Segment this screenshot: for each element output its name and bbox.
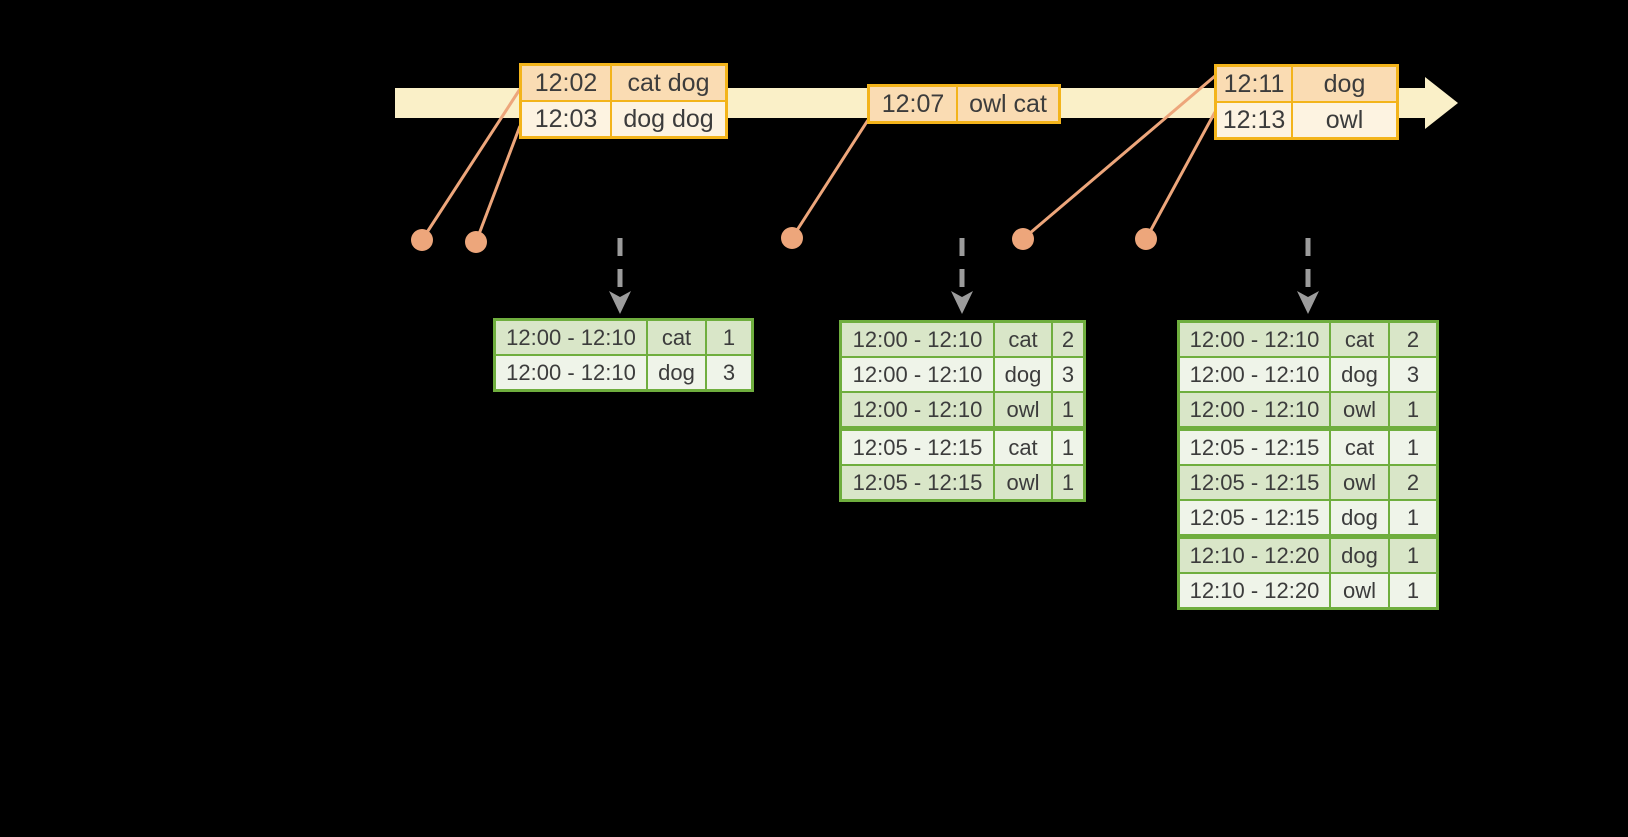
result-table-3-row2-window: 12:00 - 12:10 [1180, 358, 1329, 391]
trigger-arrow-3-head-icon [1297, 291, 1319, 314]
event-table-3-row1-words: dog [1293, 67, 1396, 101]
result-table-1-row2-window: 12:00 - 12:10 [496, 356, 646, 389]
event-table-3-row2-words: owl [1293, 103, 1396, 137]
event-connector-line-5 [1144, 111, 1217, 240]
event-connector-line-1 [420, 88, 522, 241]
result-table-2-row3-word: owl [995, 393, 1051, 426]
trigger-arrow-1-head-icon [609, 291, 631, 314]
result-table-2-row5-count: 1 [1053, 466, 1083, 499]
event-table-1-row2-time: 12:03 [522, 102, 610, 136]
result-table-3-row2-word: dog [1331, 358, 1388, 391]
trigger-arrow-2 [951, 238, 973, 314]
result-table-1-row2-count: 3 [707, 356, 751, 389]
result-table-3-row4-window: 12:05 - 12:15 [1180, 428, 1329, 464]
result-table-2-row2-window: 12:00 - 12:10 [842, 358, 993, 391]
result-table-2-row4-word: cat [995, 428, 1051, 464]
result-table-3-row4-word: cat [1331, 428, 1388, 464]
result-table-1-row2-word: dog [648, 356, 705, 389]
result-table-3-row6-word: dog [1331, 501, 1388, 534]
result-table-2-row1-word: cat [995, 323, 1051, 356]
event-connector-line-2 [474, 125, 522, 243]
event-dot-1 [411, 229, 433, 251]
result-table-3-row1-window: 12:00 - 12:10 [1180, 323, 1329, 356]
result-table-1-row1-word: cat [648, 321, 705, 354]
result-table-3-row5-window: 12:05 - 12:15 [1180, 466, 1329, 499]
result-table-2-row5-word: owl [995, 466, 1051, 499]
result-table-3-row8-word: owl [1331, 574, 1388, 607]
result-table-3-row8-count: 1 [1390, 574, 1436, 607]
result-table-3-row5-count: 2 [1390, 466, 1436, 499]
event-table-2-row1-words: owl cat [958, 87, 1058, 121]
event-table-2-row1-time: 12:07 [870, 87, 956, 121]
result-table-2-row3-window: 12:00 - 12:10 [842, 393, 993, 426]
result-table-3-row3-window: 12:00 - 12:10 [1180, 393, 1329, 426]
event-connector-line-4 [1022, 74, 1216, 241]
result-table-2-row1-count: 2 [1053, 323, 1083, 356]
result-table-3-row6-window: 12:05 - 12:15 [1180, 501, 1329, 534]
result-table-3-row3-count: 1 [1390, 393, 1436, 426]
event-dot-5 [1135, 228, 1157, 250]
trigger-arrow-2-head-icon [951, 291, 973, 314]
result-table-2-row5-window: 12:05 - 12:15 [842, 466, 993, 499]
result-table-3-row3-word: owl [1331, 393, 1388, 426]
result-table-2-row2-count: 3 [1053, 358, 1083, 391]
result-table-1-row1-count: 1 [707, 321, 751, 354]
result-table-3-row7-count: 1 [1390, 536, 1436, 572]
result-table-2-row3-count: 1 [1053, 393, 1083, 426]
result-table-3-row1-count: 2 [1390, 323, 1436, 356]
trigger-arrow-3 [1297, 238, 1319, 314]
result-table-2-row2-word: dog [995, 358, 1051, 391]
event-dot-3 [781, 227, 803, 249]
timeline-arrowhead-icon [1425, 77, 1458, 129]
result-table-3-row1-word: cat [1331, 323, 1388, 356]
result-table-3-row4-count: 1 [1390, 428, 1436, 464]
event-dot-4 [1012, 228, 1034, 250]
event-table-3-row1-time: 12:11 [1217, 67, 1291, 101]
event-table-1-row1-words: cat dog [612, 66, 725, 100]
event-table-3-row2-time: 12:13 [1217, 103, 1291, 137]
trigger-arrow-1 [609, 238, 631, 314]
event-table-1-row1-time: 12:02 [522, 66, 610, 100]
event-dot-2 [465, 231, 487, 253]
result-table-3-row2-count: 3 [1390, 358, 1436, 391]
result-table-2-row1-window: 12:00 - 12:10 [842, 323, 993, 356]
result-table-3-row5-word: owl [1331, 466, 1388, 499]
result-table-1-row1-window: 12:00 - 12:10 [496, 321, 646, 354]
result-table-3-row7-word: dog [1331, 536, 1388, 572]
result-table-3-row8-window: 12:10 - 12:20 [1180, 574, 1329, 607]
event-connector-line-3 [790, 119, 870, 239]
result-table-2-row4-count: 1 [1053, 428, 1083, 464]
result-table-2-row4-window: 12:05 - 12:15 [842, 428, 993, 464]
result-table-3-row7-window: 12:10 - 12:20 [1180, 536, 1329, 572]
result-table-3-row6-count: 1 [1390, 501, 1436, 534]
event-table-1-row2-words: dog dog [612, 102, 725, 136]
